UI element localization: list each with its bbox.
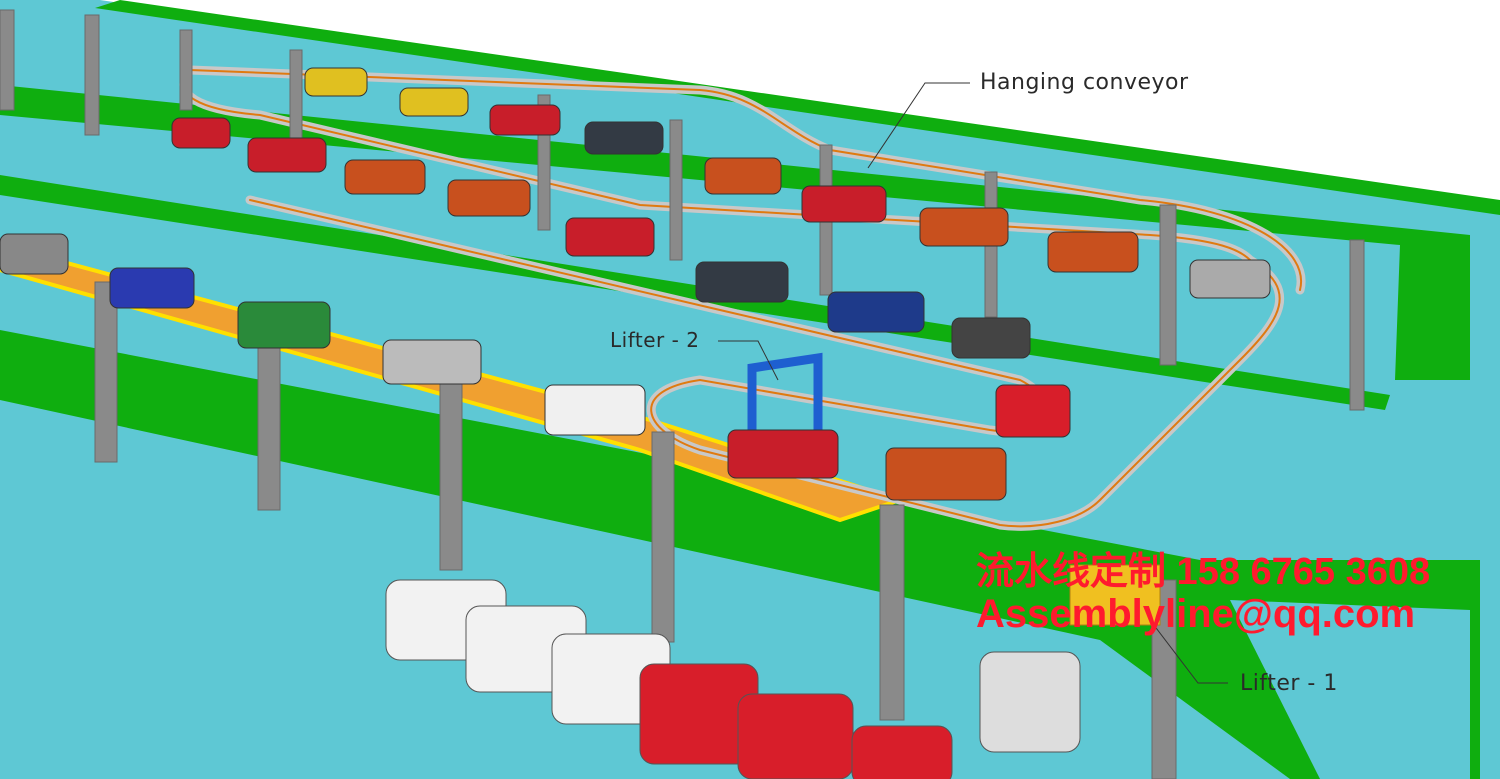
hanging-conveyor-label: Hanging conveyor	[980, 70, 1189, 95]
car	[827, 291, 925, 333]
hanging-cars	[171, 67, 1271, 501]
car	[0, 233, 69, 275]
pillar	[1159, 204, 1177, 366]
car	[704, 157, 782, 195]
pillar	[179, 29, 193, 111]
lifter-2-leader	[718, 340, 779, 381]
lifter-1-leader	[1149, 619, 1228, 684]
car	[919, 207, 1009, 247]
pillar	[669, 119, 683, 261]
car	[237, 301, 331, 349]
car	[1047, 231, 1139, 273]
car-body	[851, 725, 953, 779]
watermark-phone: 流水线定制 158 6765 3608	[976, 551, 1431, 593]
pillar	[879, 504, 905, 721]
pillar	[439, 374, 463, 571]
car	[247, 137, 327, 173]
green-stripe	[0, 175, 1390, 410]
car	[727, 429, 839, 479]
car	[801, 185, 887, 223]
pillar	[94, 281, 118, 463]
car	[109, 267, 195, 309]
car-body	[737, 693, 854, 779]
car	[304, 67, 368, 97]
car-body	[979, 651, 1081, 753]
car	[885, 447, 1007, 501]
car	[489, 104, 561, 136]
pillar	[84, 14, 100, 136]
pillars	[0, 9, 1365, 779]
pillar	[1151, 579, 1177, 779]
lifter-1-label: Lifter - 1	[1240, 671, 1338, 696]
car	[565, 217, 655, 257]
car	[995, 384, 1071, 438]
green-stripe	[0, 330, 1480, 779]
lifter-1-platform	[1069, 564, 1161, 626]
car	[399, 87, 469, 117]
car	[447, 179, 531, 217]
lifter-2-frame	[747, 352, 823, 460]
green-stripe	[0, 85, 1470, 380]
car	[171, 117, 231, 149]
watermark-email: Assemblyline@qq.com	[976, 592, 1416, 636]
car	[344, 159, 426, 195]
pillar	[0, 9, 15, 111]
floor-bay	[1230, 600, 1470, 779]
car	[951, 317, 1031, 359]
pillar	[289, 49, 303, 141]
pillar	[257, 324, 281, 511]
car	[1189, 259, 1271, 299]
green-stripe	[95, 0, 1500, 215]
pillar	[1349, 239, 1365, 411]
car	[584, 121, 664, 155]
car-bodies	[385, 579, 1081, 779]
lifter-2-label: Lifter - 2	[610, 328, 700, 352]
car	[544, 384, 646, 436]
hanging-conveyor-leader	[867, 82, 970, 169]
car	[382, 339, 482, 385]
conveyor-cars	[0, 233, 646, 436]
pillar	[651, 431, 675, 643]
car	[695, 261, 789, 303]
